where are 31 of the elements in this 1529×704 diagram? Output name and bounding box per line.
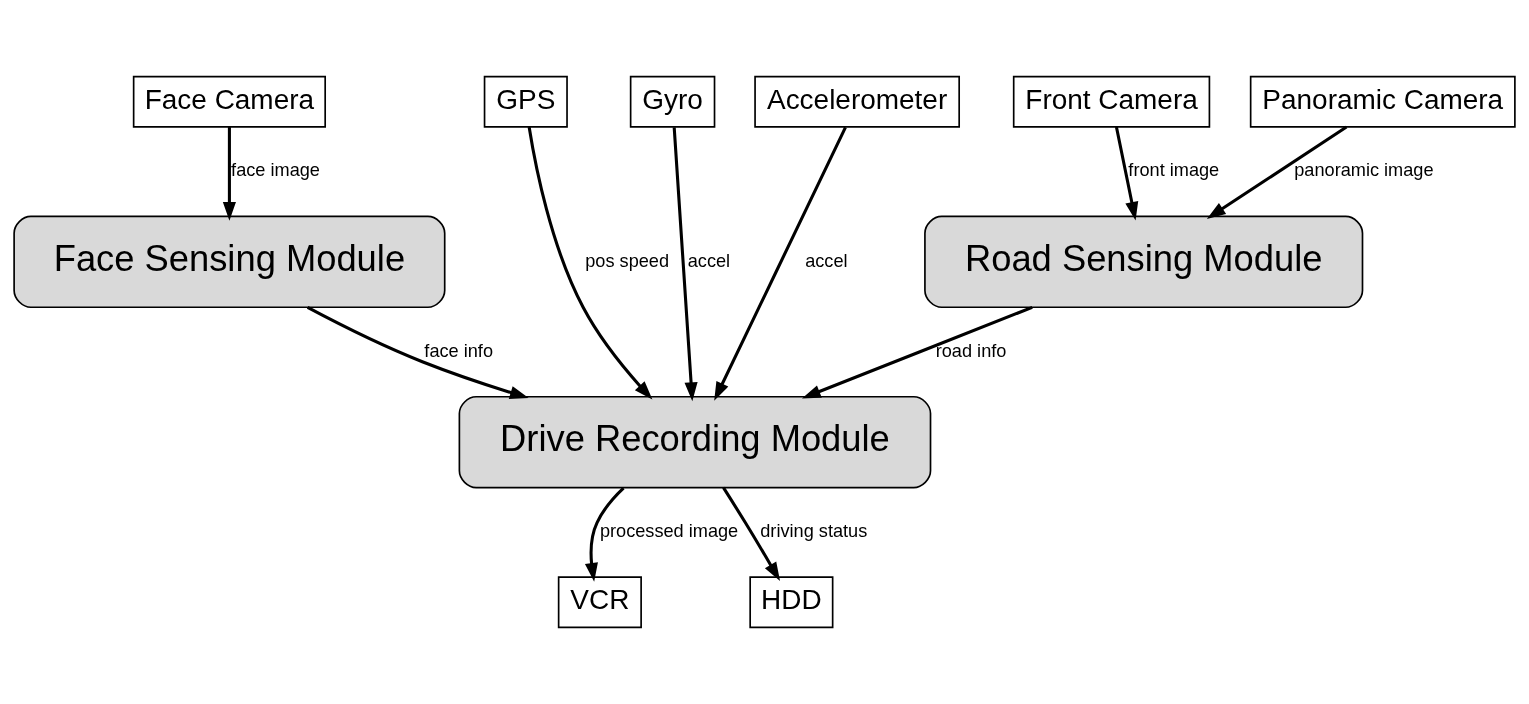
- edge-label: face image: [231, 160, 320, 181]
- node-box: Gyro: [629, 75, 716, 128]
- edge-label: processed image: [599, 521, 739, 542]
- arrow: [722, 486, 781, 582]
- node-box: Face Sensing Module: [13, 215, 446, 309]
- edge-label: face info: [424, 340, 494, 361]
- arrow: [1206, 125, 1348, 219]
- node-box: GPS: [483, 75, 568, 128]
- node-box: Accelerometer: [754, 75, 960, 128]
- node-box: Road Sensing Module: [924, 215, 1364, 309]
- edge-label: panoramic image: [1294, 160, 1434, 181]
- arrow: [306, 306, 529, 399]
- arrow: [714, 126, 847, 401]
- arrow: [222, 127, 236, 221]
- node-box: Face Camera: [132, 75, 326, 128]
- edge-label: pos speed: [585, 250, 670, 271]
- node-box: Drive Recording Module: [458, 395, 932, 489]
- node-box: HDD: [749, 576, 834, 629]
- edge-label: accel: [805, 250, 848, 271]
- arrow: [584, 486, 625, 582]
- node-box: VCR: [557, 576, 642, 629]
- arrow: [672, 127, 698, 402]
- edge-label: accel: [687, 250, 731, 271]
- arrow: [801, 305, 1033, 399]
- arrow: [1114, 126, 1139, 221]
- node-box: Front Camera: [1012, 75, 1211, 128]
- edge-label: road info: [935, 340, 1007, 361]
- node-box: Panoramic Camera: [1249, 75, 1516, 128]
- edge-label: driving status: [760, 521, 868, 542]
- edge-label: front image: [1128, 160, 1220, 181]
- arrow: [527, 126, 653, 400]
